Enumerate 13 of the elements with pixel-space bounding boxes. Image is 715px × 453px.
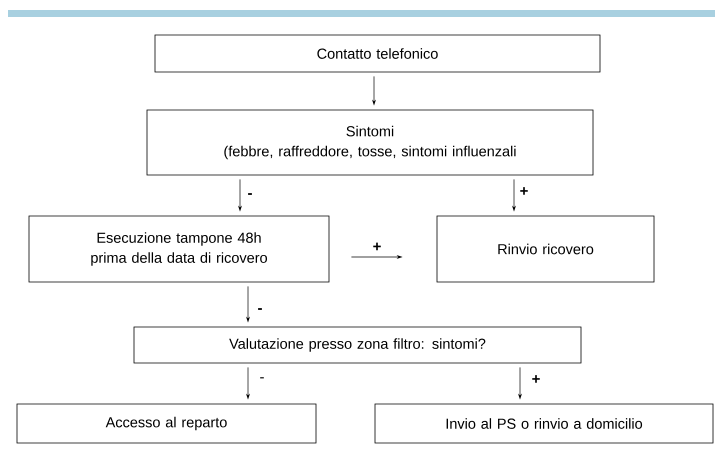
edge-label: + bbox=[532, 375, 540, 383]
edge-label: + bbox=[373, 242, 381, 250]
process-box: Accesso al reparto bbox=[16, 404, 316, 444]
process-box: Valutazione presso zona filtro: sintomi? bbox=[134, 326, 582, 364]
process-box: Rinvio ricovero bbox=[436, 216, 654, 282]
process-box: Invio al PS o rinvio a domicilio bbox=[374, 404, 714, 444]
process-box: Esecuzione tampone 48h prima della data di ricovero bbox=[28, 216, 330, 282]
edge-label: - bbox=[260, 377, 264, 378]
edge-label: - bbox=[258, 308, 262, 310]
edge-label: + bbox=[520, 187, 528, 195]
process-box: Sintomi (febbre, raffreddore, tosse, sintomi influenzali bbox=[146, 110, 594, 176]
edge-label: - bbox=[248, 193, 252, 195]
process-box: Contatto telefonico bbox=[154, 34, 600, 72]
